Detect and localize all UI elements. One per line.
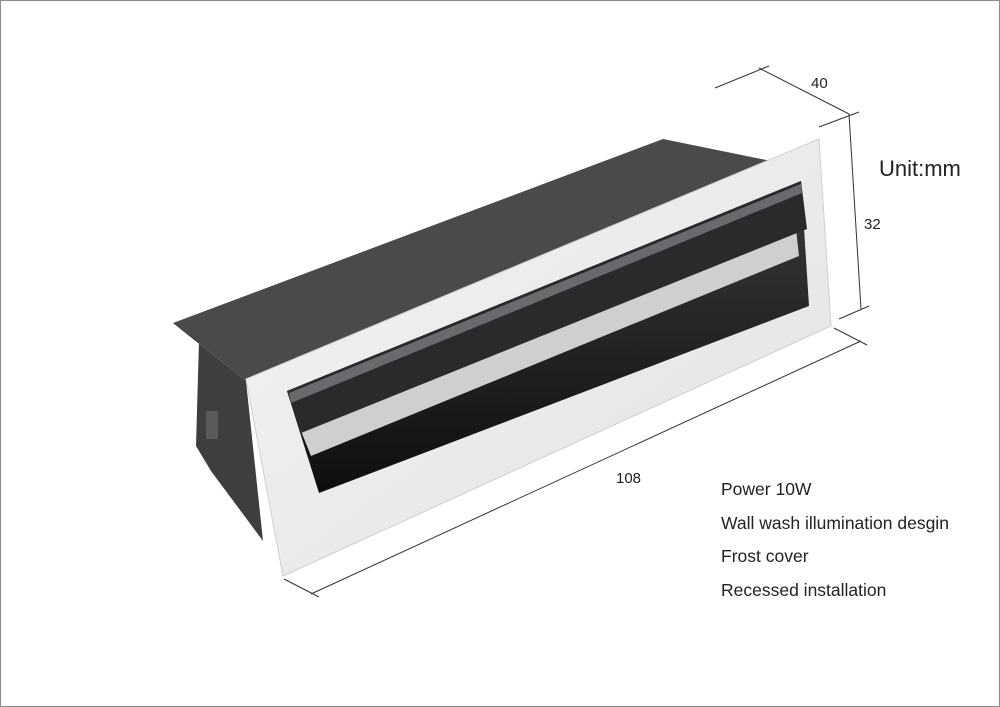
dimension-lines	[283, 65, 870, 598]
feature-item: Recessed installation	[721, 579, 887, 600]
unit-label: Unit:mm	[879, 156, 961, 181]
feature-item: Frost cover	[721, 546, 809, 566]
height-dimension-label: 32	[864, 216, 881, 233]
depth-dimension-label: 40	[811, 75, 828, 92]
feature-list: Power 10W Wall wash illumination desgin …	[721, 477, 949, 611]
length-dimension-label: 108	[616, 470, 642, 487]
frost-cover	[301, 229, 799, 456]
housing-top	[173, 139, 771, 381]
housing-clip	[206, 411, 218, 439]
feature-item: Power 10W	[721, 479, 812, 499]
reflector-highlight	[289, 184, 802, 403]
feature-item: Wall wash illumination desgin	[721, 512, 949, 533]
